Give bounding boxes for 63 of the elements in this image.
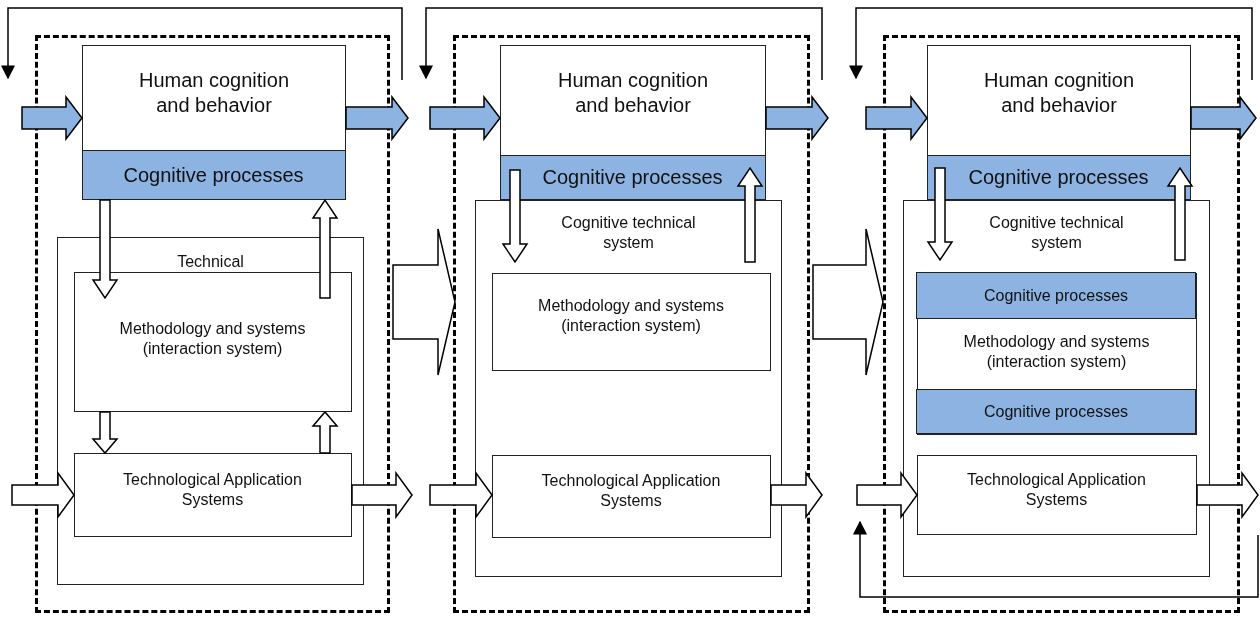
process-box — [491, 272, 771, 371]
block-arrow — [311, 198, 339, 299]
block-arrow — [429, 94, 501, 142]
node-label: Cognitive technical system — [560, 213, 697, 253]
node-label: Technological Application Systems — [540, 470, 722, 511]
block-arrow — [311, 410, 339, 454]
process-box — [916, 272, 1197, 435]
node-label: Technological Application Systems — [122, 469, 303, 510]
process-box — [73, 452, 352, 537]
block-arrow — [91, 199, 119, 300]
block-arrow — [351, 470, 413, 520]
feedback-arrow — [853, 520, 1259, 598]
feedback-arrow — [419, 7, 823, 81]
node-label: Human cognition and behavior — [556, 68, 710, 118]
block-arrow — [812, 228, 884, 376]
dashed-panel — [453, 35, 810, 613]
process-box — [491, 454, 771, 538]
dashed-panel — [883, 35, 1240, 613]
block-arrow — [1166, 166, 1194, 261]
block-arrow — [345, 94, 409, 142]
block-arrow — [1190, 94, 1257, 142]
band — [916, 389, 1196, 434]
node-label: Cognitive processes — [982, 402, 1130, 422]
dashed-panel — [35, 35, 390, 613]
process-box — [916, 454, 1197, 535]
feedback-arrow — [849, 7, 1253, 81]
node-label: Human cognition and behavior — [137, 68, 291, 118]
node-label: Technical — [176, 252, 245, 272]
node-label: Methodology and systems (interaction system) — [537, 295, 725, 336]
node-label: Human cognition and behavior — [982, 68, 1136, 118]
band — [926, 154, 1191, 200]
process-box — [927, 45, 1191, 200]
node-label: Methodology and systems (interaction system) — [962, 331, 1151, 372]
band — [499, 154, 766, 200]
node-label: Cognitive processes — [541, 164, 724, 190]
process-box — [82, 45, 346, 200]
block-arrow — [856, 470, 918, 520]
process-box — [903, 200, 1210, 577]
block-arrow — [392, 228, 456, 376]
block-arrow — [91, 411, 119, 455]
process-box — [500, 45, 766, 200]
block-arrow — [736, 166, 764, 263]
block-arrow — [865, 94, 928, 142]
node-label: Methodology and systems (interaction system) — [118, 318, 307, 359]
band — [81, 149, 346, 200]
node-label: Cognitive processes — [122, 162, 305, 188]
block-arrow — [765, 94, 829, 142]
block-arrow — [926, 167, 954, 262]
process-box — [73, 271, 352, 412]
block-arrow — [11, 470, 75, 520]
node-label: Cognitive processes — [982, 286, 1130, 306]
block-arrow — [429, 470, 493, 520]
node-label: Technological Application Systems — [966, 469, 1147, 510]
band — [916, 272, 1196, 319]
node-label: Cognitive processes — [967, 164, 1150, 190]
block-arrow — [21, 94, 83, 142]
block-arrow — [501, 169, 529, 264]
block-arrow — [770, 470, 823, 520]
process-box — [57, 237, 364, 585]
node-label: Cognitive technical system — [988, 213, 1125, 253]
feedback-arrow — [1, 7, 403, 81]
block-arrow — [1196, 470, 1259, 520]
process-box — [475, 200, 782, 577]
